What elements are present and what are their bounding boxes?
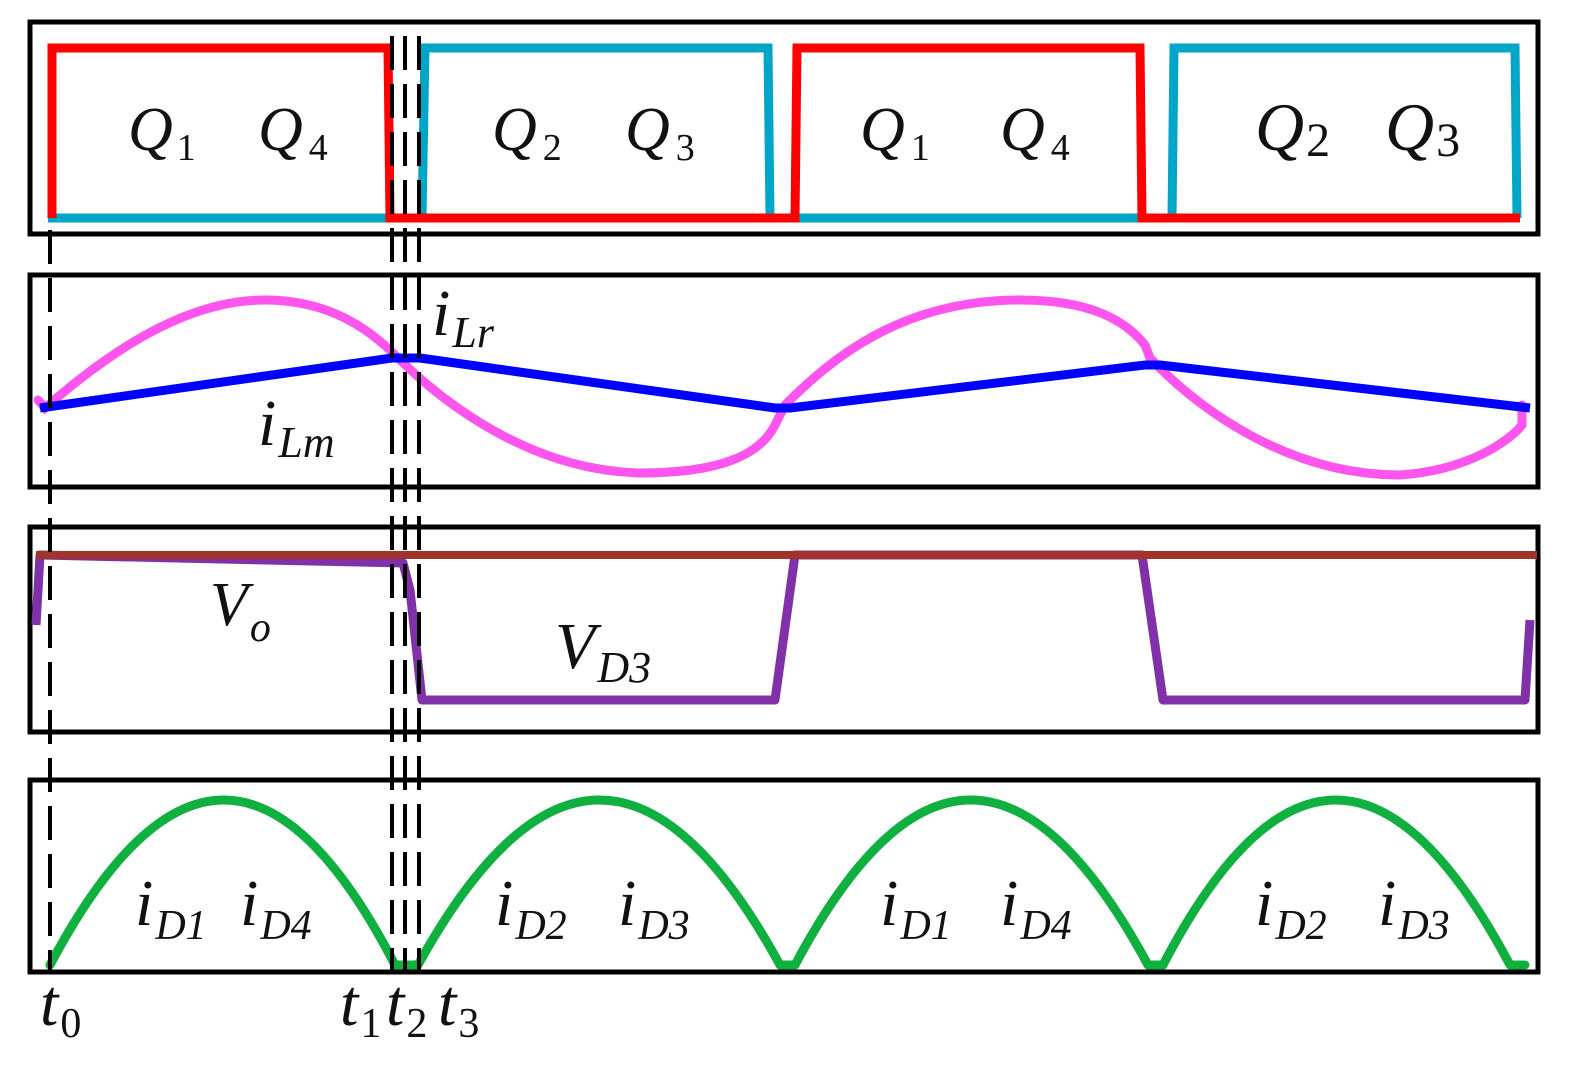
time-labels: t0 t1 t2 t3 (40, 967, 479, 1047)
diode-label: iD1 (135, 867, 207, 949)
t3-label: t3 (438, 967, 479, 1047)
idiode-waveform (45, 795, 1530, 970)
t0-label: t0 (40, 967, 81, 1047)
iLr-waveform (33, 295, 1527, 480)
gate-panel-frame (27, 19, 1541, 237)
t1-label: t1 (340, 967, 381, 1047)
current-panel-frame (27, 272, 1541, 490)
voltage-panel-frame (27, 524, 1541, 735)
vd3-waveform (31, 550, 1535, 705)
gate-label: Q3 (1385, 89, 1460, 167)
time-marker-lines (48, 36, 421, 970)
vo-label: Vo (210, 571, 271, 651)
iLm-label: iLm (258, 387, 335, 467)
diode-label: iD3 (1378, 867, 1450, 949)
diode-panel-frame (27, 777, 1541, 975)
iLm-waveform (39, 353, 1531, 413)
gate-q1q4-waveform (47, 43, 1520, 223)
t2-label: t2 (386, 967, 427, 1047)
diode-label: iD1 (880, 867, 952, 949)
iLr-label: iLr (432, 277, 495, 357)
diode-labels: iD1 iD4 iD2 iD3 iD1 iD4 iD2 iD3 (135, 867, 1450, 949)
diode-label: iD4 (240, 867, 312, 949)
diode-label: iD2 (495, 867, 567, 949)
diode-label: iD4 (1000, 867, 1072, 949)
vd3-label: VD3 (555, 610, 651, 692)
gate-label: Q2 (1255, 89, 1330, 167)
diode-label: iD2 (1255, 867, 1327, 949)
diode-label: iD3 (618, 867, 690, 949)
